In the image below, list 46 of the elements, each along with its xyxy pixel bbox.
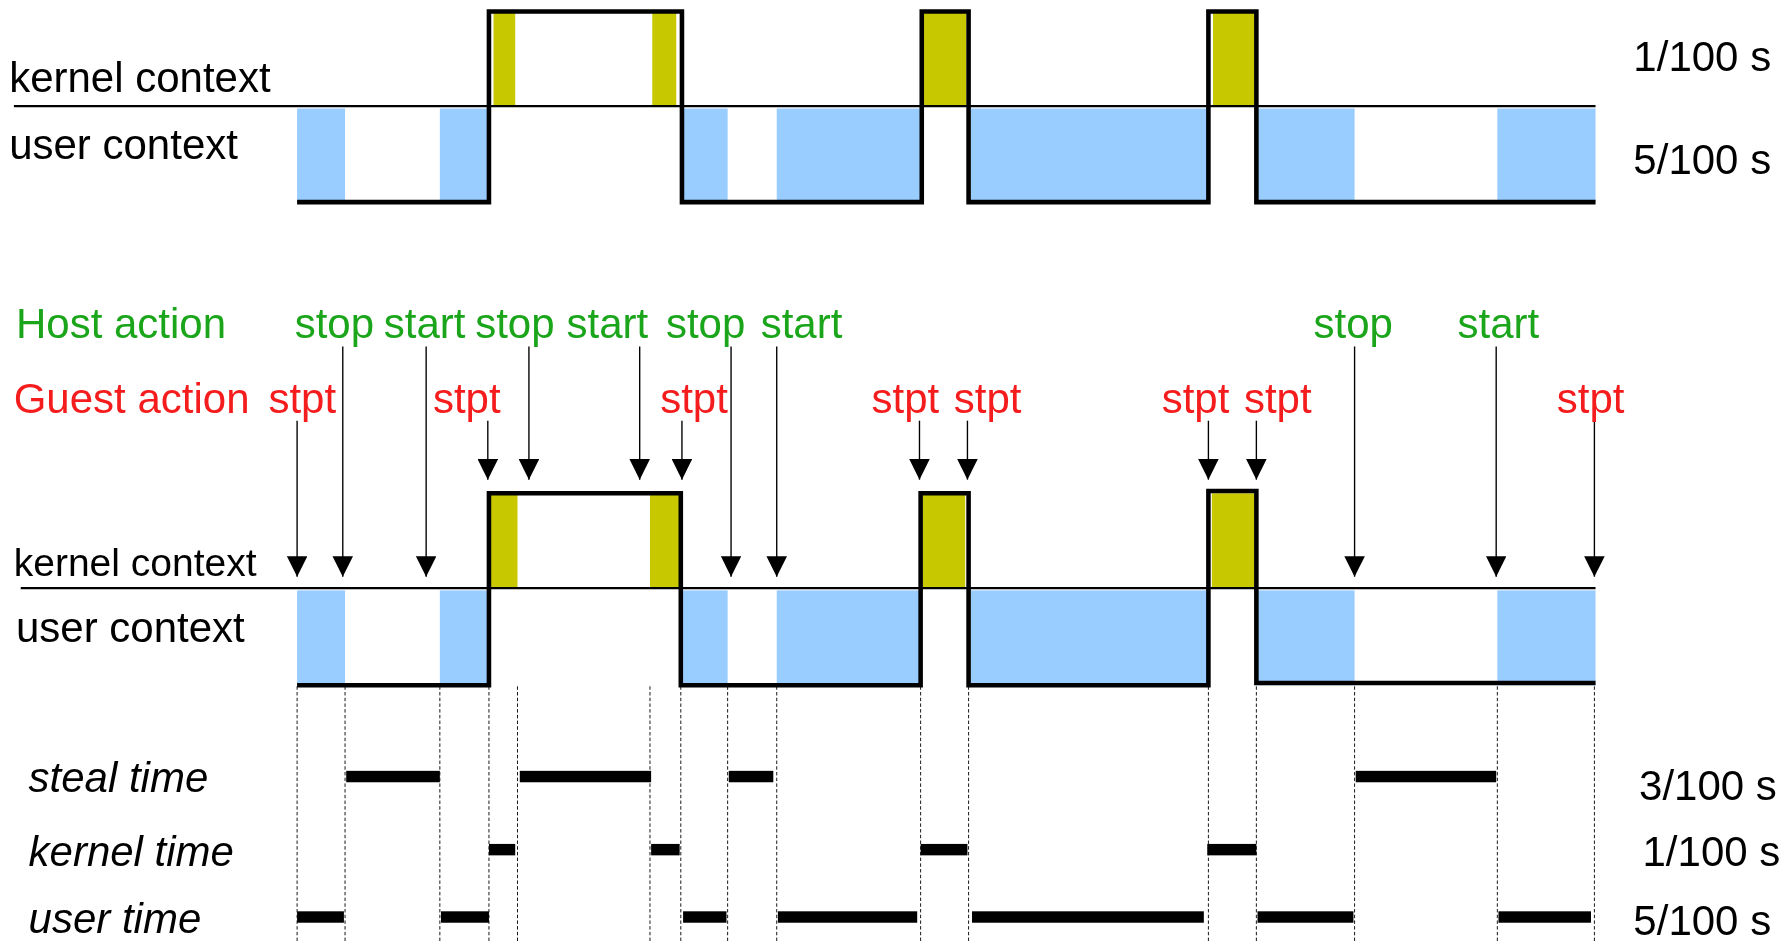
action-label: stpt (953, 377, 1022, 420)
action-label: stpt (660, 377, 728, 420)
duration-label: 3/100 s (1639, 764, 1777, 807)
action-label: stop (665, 303, 746, 346)
row-label: kernel time (28, 831, 234, 874)
action-label: stpt (1161, 377, 1230, 420)
arrow (1246, 420, 1267, 481)
duration-label: 1/100 s (1642, 831, 1781, 874)
row-label: kernel context (9, 56, 271, 99)
row-label: Guest action (13, 377, 250, 420)
arrow (957, 420, 978, 481)
arrow (415, 345, 437, 578)
arrow (720, 345, 742, 578)
action-label: stop (294, 303, 375, 346)
duration-label: 1/100 s (1633, 36, 1772, 79)
duration-label: 5/100 s (1633, 138, 1772, 181)
action-label: start (566, 303, 649, 346)
action-label: start (760, 303, 843, 346)
row-label: kernel context (13, 542, 257, 582)
arrow (766, 345, 787, 578)
arrow (671, 420, 693, 481)
action-label: stop (1313, 303, 1393, 346)
arrow (1198, 420, 1219, 481)
action-label: stpt (432, 377, 501, 420)
arrow (1584, 420, 1605, 578)
action-label: stop (475, 303, 555, 346)
row-label: user context (9, 124, 238, 167)
action-label: stpt (1556, 377, 1625, 420)
action-label: stpt (1243, 377, 1312, 420)
arrow (286, 420, 308, 578)
arrow (332, 345, 354, 578)
arrow (909, 420, 930, 481)
row-label: user time (28, 898, 202, 941)
action-label: start (1457, 303, 1540, 346)
arrow (477, 420, 499, 481)
row-label: steal time (28, 756, 209, 799)
row-label: user context (16, 607, 245, 650)
arrow (1344, 345, 1365, 578)
arrow (1485, 345, 1507, 578)
arrow (629, 345, 650, 481)
action-label: stpt (871, 377, 940, 420)
action-label: stpt (268, 377, 337, 420)
duration-label: 5/100 s (1633, 899, 1772, 941)
row-label: Host action (16, 303, 227, 346)
action-label: start (383, 303, 466, 346)
arrow (518, 345, 540, 481)
